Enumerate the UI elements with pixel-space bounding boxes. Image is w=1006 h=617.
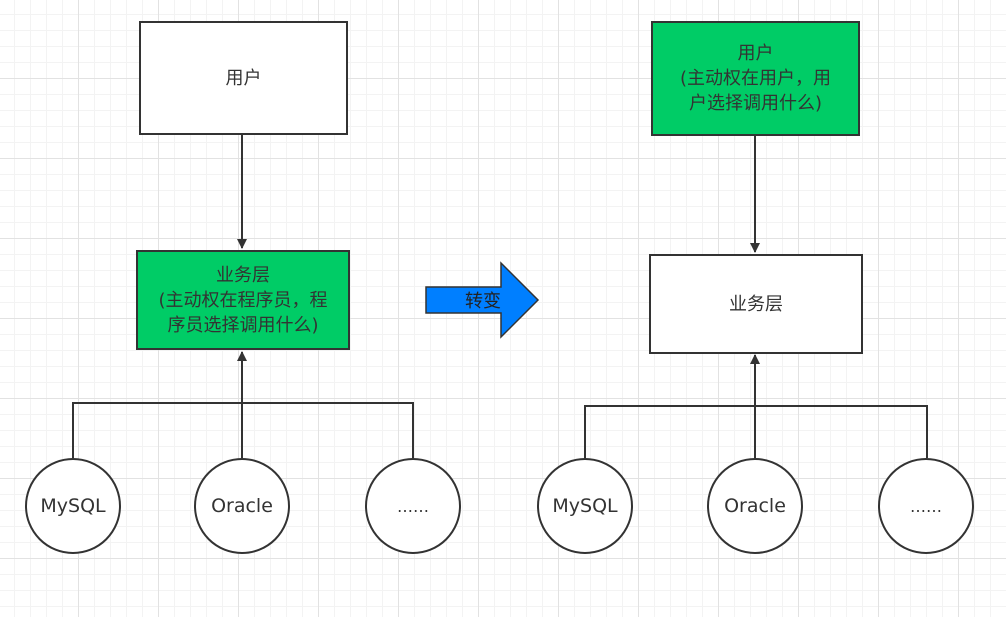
left-oracle-db-node: Oracle xyxy=(194,458,290,554)
transform-arrow-label: 转变 xyxy=(465,291,501,312)
right-oracle-db-node: Oracle xyxy=(707,458,803,554)
transform-arrow-shape xyxy=(425,261,540,339)
left-mysql-db-node: MySQL xyxy=(25,458,121,554)
right-more-db-node: …… xyxy=(878,458,974,554)
right-service-layer-box: 业务层 xyxy=(649,254,863,354)
left-user-box: 用户 xyxy=(139,21,348,135)
left-service-layer-box: 业务层 (主动权在程序员，程 序员选择调用什么) xyxy=(136,250,350,350)
right-user-box: 用户 (主动权在用户，用 户选择调用什么) xyxy=(651,21,860,136)
left-more-db-node: …… xyxy=(365,458,461,554)
right-mysql-db-node: MySQL xyxy=(537,458,633,554)
